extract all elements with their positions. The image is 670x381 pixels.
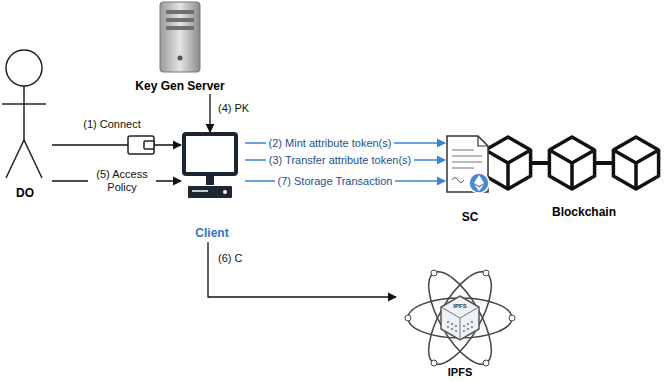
arrow-label: (4) PK bbox=[218, 102, 249, 115]
arrow-label: (2) Mint attribute token(s) bbox=[266, 137, 395, 150]
chain-link bbox=[594, 161, 614, 165]
text-line bbox=[452, 156, 482, 157]
contract-icon bbox=[447, 136, 489, 193]
person-legs bbox=[6, 140, 42, 178]
wallet-body bbox=[128, 136, 154, 154]
wallet-flap bbox=[144, 141, 154, 149]
blockchain-icon bbox=[485, 137, 658, 189]
ipfs-atom-icon bbox=[405, 263, 515, 373]
flow-arrow bbox=[52, 144, 181, 145]
power-button bbox=[223, 190, 227, 194]
person-head bbox=[6, 50, 42, 86]
arrow-label: (7) Storage Transaction bbox=[275, 175, 396, 188]
computer-base bbox=[188, 186, 232, 198]
node-box: Blockchain bbox=[500, 128, 668, 219]
node-box: IPFS bbox=[400, 268, 520, 379]
ipfs-cube bbox=[441, 296, 479, 340]
ethereum-badge bbox=[469, 173, 489, 193]
text-line bbox=[452, 168, 474, 169]
electron bbox=[483, 360, 489, 366]
ethereum-logo bbox=[474, 175, 484, 191]
logo-text: IPFS bbox=[453, 303, 466, 310]
server-icon bbox=[160, 2, 200, 72]
orbit bbox=[417, 263, 504, 373]
chain-link bbox=[530, 161, 550, 165]
orbit bbox=[417, 263, 504, 373]
block-cube bbox=[485, 137, 530, 189]
node-label: IPFS bbox=[448, 366, 472, 379]
server-slot bbox=[166, 18, 194, 22]
server-case bbox=[160, 2, 200, 72]
server-led bbox=[178, 56, 183, 61]
block-cube bbox=[613, 137, 658, 189]
text-line bbox=[452, 162, 482, 163]
node-label: SC bbox=[462, 211, 479, 224]
node-label: Key Gen Server bbox=[135, 80, 224, 93]
contract-page bbox=[447, 136, 488, 192]
electron bbox=[509, 315, 515, 321]
person-body bbox=[23, 86, 25, 140]
block-cube bbox=[549, 137, 594, 189]
arrow-label: (5) Access Policy bbox=[88, 168, 156, 194]
node-label: DO bbox=[16, 187, 34, 200]
monitor-stand bbox=[206, 176, 214, 185]
node-box: SC bbox=[442, 130, 498, 224]
wallet-icon bbox=[128, 136, 154, 154]
signature bbox=[452, 178, 464, 183]
computer-icon bbox=[184, 134, 236, 198]
node-label: Client bbox=[195, 227, 228, 240]
electron bbox=[483, 270, 489, 276]
monitor-screen bbox=[184, 134, 236, 174]
person-figure bbox=[2, 50, 46, 178]
arrow-label: (6) C bbox=[218, 252, 242, 265]
page-fold bbox=[478, 136, 488, 146]
electron bbox=[431, 360, 437, 366]
node-box: DO bbox=[0, 48, 50, 200]
cube-dots bbox=[447, 321, 473, 332]
cube-edges bbox=[441, 307, 479, 340]
drive-slot bbox=[192, 190, 208, 192]
server-slot bbox=[166, 10, 194, 14]
server-slot bbox=[166, 26, 194, 30]
electron bbox=[405, 315, 411, 321]
text-line bbox=[452, 150, 474, 151]
person-arms bbox=[2, 103, 46, 105]
flow-arrow bbox=[208, 242, 396, 297]
node-box: Client bbox=[177, 130, 247, 240]
arrow-label: (3) Transfer attribute token(s) bbox=[266, 154, 414, 167]
electron bbox=[431, 270, 437, 276]
flow-arrow bbox=[209, 94, 210, 132]
node-label: Blockchain bbox=[552, 206, 616, 219]
arrow-label: (1) Connect bbox=[83, 118, 140, 131]
node-box: Key Gen Server bbox=[115, 0, 245, 93]
